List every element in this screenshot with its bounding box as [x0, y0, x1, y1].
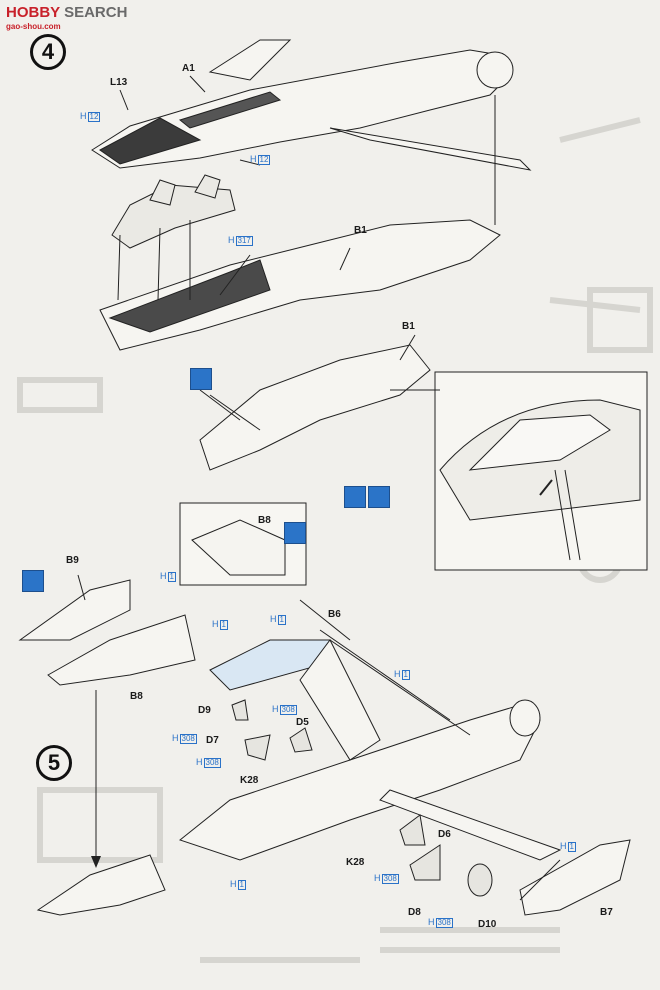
ejection-seats — [111, 174, 236, 249]
glue-icon — [368, 486, 390, 508]
h-prefix: H — [560, 841, 567, 851]
inset-cockpit-ladder — [434, 371, 648, 571]
h-number: 308 — [435, 918, 453, 928]
part-label-d6: D6 — [438, 829, 451, 840]
h-prefix: H — [80, 111, 87, 121]
nose-cone-b9-b8 — [18, 579, 196, 686]
h-number: 1 — [167, 572, 176, 582]
h-number: 1 — [219, 620, 228, 630]
h-number: 1 — [277, 615, 286, 625]
part-label-b8-inset: B8 — [258, 515, 271, 526]
part-label-d7: D7 — [206, 735, 219, 746]
part-label-d5: D5 — [296, 717, 309, 728]
h-number: 1 — [237, 880, 246, 890]
h-number: 12 — [87, 112, 101, 122]
h-number: 12 — [257, 155, 271, 165]
part-label-b6: B6 — [328, 609, 341, 620]
step-number-5: 5 — [36, 745, 72, 781]
h-number: 308 — [203, 758, 221, 768]
part-label-b7: B7 — [600, 907, 613, 918]
h-prefix: H — [212, 619, 219, 629]
h-number: 1 — [567, 842, 576, 852]
logo-text-a: HOBBY — [6, 4, 60, 21]
h-prefix: H — [270, 614, 277, 624]
h-prefix: H — [196, 757, 203, 767]
h-prefix: H — [172, 733, 179, 743]
watermark-url: gao-shou.com — [6, 22, 61, 31]
part-label-b1-top: B1 — [354, 225, 367, 236]
arrow-head-down — [91, 856, 101, 868]
bidirectional-arrow-icon — [344, 486, 366, 508]
h-prefix: H — [272, 704, 279, 714]
glue-icon — [22, 570, 44, 592]
h-number: 308 — [381, 874, 399, 884]
step-number-4: 4 — [30, 34, 66, 70]
part-label-d10: D10 — [478, 919, 497, 930]
h-prefix: H — [250, 154, 257, 164]
h-prefix: H — [160, 571, 167, 581]
part-label-k28-a: K28 — [240, 775, 259, 786]
small-parts — [231, 699, 493, 897]
h-prefix: H — [374, 873, 381, 883]
h-number: 308 — [179, 734, 197, 744]
part-label-k28-b: K28 — [346, 857, 365, 868]
h-number: 1 — [401, 670, 410, 680]
cockpit-section-b1 — [199, 344, 431, 471]
nose-b8-lower — [36, 854, 166, 916]
part-label-b9: B9 — [66, 555, 79, 566]
glue-icon — [190, 368, 212, 390]
part-label-l13: L13 — [110, 77, 128, 88]
part-label-a1: A1 — [182, 63, 195, 74]
tail-part-b7 — [519, 839, 631, 916]
inset-nose-b8 — [179, 502, 307, 586]
part-label-d9: D9 — [198, 705, 211, 716]
h-number: 308 — [279, 705, 297, 715]
watermark-logo: HOBBY SEARCH — [6, 4, 127, 21]
fuselage-assembly-step5 — [178, 639, 562, 861]
logo-text-b: SEARCH — [64, 4, 128, 21]
h-prefix: H — [428, 917, 435, 927]
part-label-d8: D8 — [408, 907, 421, 918]
h-prefix: H — [394, 669, 401, 679]
glue-icon — [284, 522, 306, 544]
h-number: 317 — [235, 236, 253, 246]
fuselage-upper-a1 — [91, 39, 532, 171]
h-prefix: H — [228, 235, 235, 245]
part-label-b8: B8 — [130, 691, 143, 702]
h-prefix: H — [230, 879, 237, 889]
part-label-b1-bottom: B1 — [402, 321, 415, 332]
leader-lines — [77, 75, 561, 901]
